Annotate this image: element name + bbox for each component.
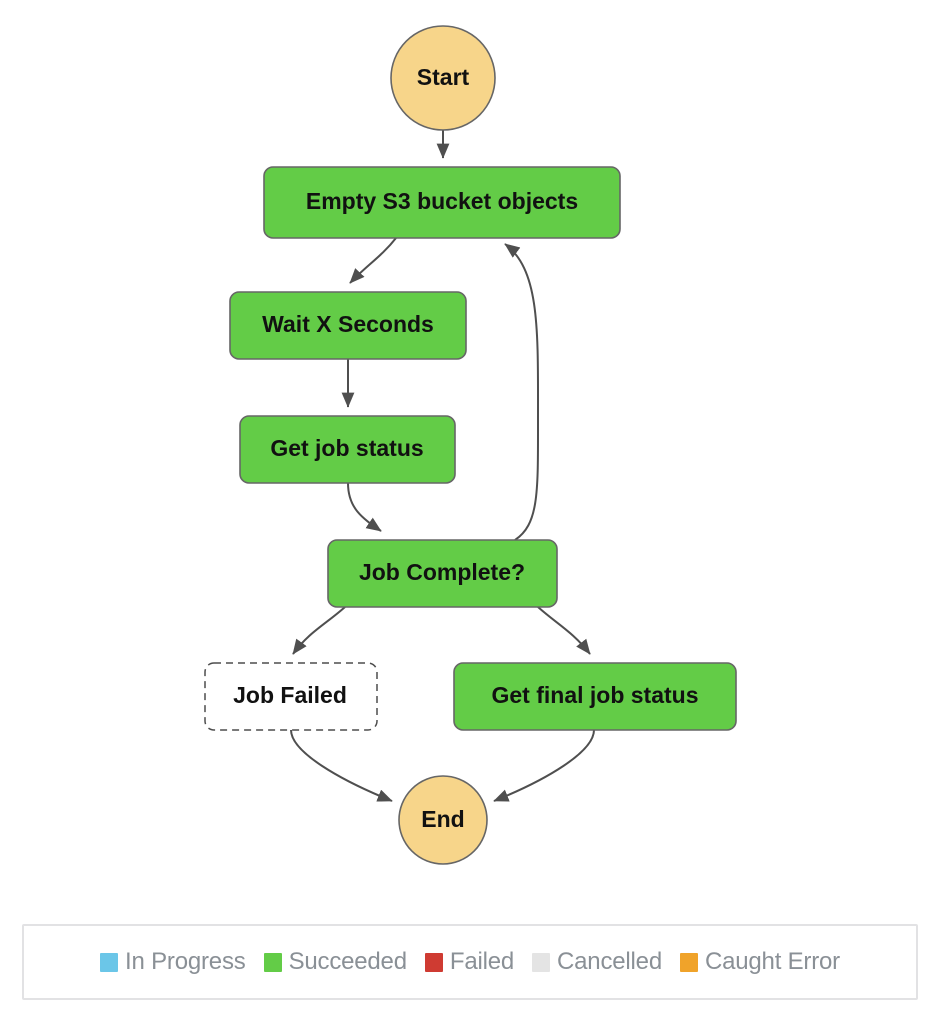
nodes-layer: Start Empty S3 bucket objects Wait X Sec… [204, 25, 737, 865]
node-get-final-job-status[interactable]: Get final job status [453, 662, 737, 731]
node-job-complete[interactable]: Job Complete? [327, 539, 558, 608]
edge-get-job-to-complete [347, 482, 382, 532]
edge-complete-to-job-failed [292, 606, 346, 655]
edges-layer [290, 130, 595, 802]
legend-item-failed: Failed [424, 948, 515, 976]
node-end[interactable]: End [398, 775, 488, 865]
node-empty-s3-bucket-objects-label: Empty S3 bucket objects [306, 188, 578, 214]
legend-label-caught-error: Caught Error [704, 948, 840, 975]
node-end-shape[interactable] [398, 775, 488, 865]
node-get-final-job-status-label: Get final job status [491, 682, 698, 708]
node-get-job-status-shape[interactable] [239, 415, 456, 484]
legend-items: In Progress Succeeded Failed Cancelled C… [100, 948, 840, 976]
node-start-shape[interactable] [390, 25, 496, 131]
edge-complete-to-empty-s3-loop [504, 243, 540, 541]
legend-label-succeeded: Succeeded [288, 948, 407, 975]
legend-swatch-succeeded [263, 952, 282, 972]
legend-item-in-progress: In Progress [100, 948, 246, 976]
node-job-failed[interactable]: Job Failed [204, 662, 378, 731]
node-job-complete-label: Job Complete? [359, 559, 525, 585]
node-wait-x-seconds-label: Wait X Seconds [262, 311, 434, 337]
legend-label-failed: Failed [449, 948, 515, 975]
node-get-job-status-label: Get job status [270, 435, 423, 461]
node-job-failed-shape[interactable] [204, 662, 378, 731]
legend-item-caught-error: Caught Error [679, 948, 840, 976]
legend-item-succeeded: Succeeded [263, 948, 407, 976]
legend-swatch-caught-error [679, 952, 698, 972]
node-empty-s3-bucket-objects-shape[interactable] [263, 166, 621, 239]
edge-complete-to-get-final-job-status [537, 606, 591, 655]
node-start[interactable]: Start [390, 25, 496, 131]
edge-get-final-job-status-to-end [493, 729, 595, 802]
node-end-label: End [421, 806, 464, 832]
legend-label-cancelled: Cancelled [557, 948, 662, 975]
legend-label-in-progress: In Progress [125, 948, 246, 975]
node-wait-x-seconds-shape[interactable] [229, 291, 467, 360]
legend-item-cancelled: Cancelled [532, 948, 662, 976]
node-job-complete-shape[interactable] [327, 539, 558, 608]
edge-empty-s3-to-wait [349, 237, 397, 284]
flow-svg: Start Empty S3 bucket objects Wait X Sec… [204, 25, 737, 865]
node-get-job-status[interactable]: Get job status [239, 415, 456, 484]
legend-swatch-in-progress [100, 952, 119, 972]
node-empty-s3-bucket-objects[interactable]: Empty S3 bucket objects [263, 166, 621, 239]
node-job-failed-label: Job Failed [233, 682, 347, 708]
legend-swatch-failed [424, 952, 443, 972]
node-get-final-job-status-shape[interactable] [453, 662, 737, 731]
node-wait-x-seconds[interactable]: Wait X Seconds [229, 291, 467, 360]
status-legend: In Progress Succeeded Failed Cancelled C… [22, 924, 918, 1000]
legend-swatch-cancelled [532, 952, 551, 972]
node-start-label: Start [417, 64, 470, 90]
edge-job-failed-to-end [290, 729, 393, 802]
